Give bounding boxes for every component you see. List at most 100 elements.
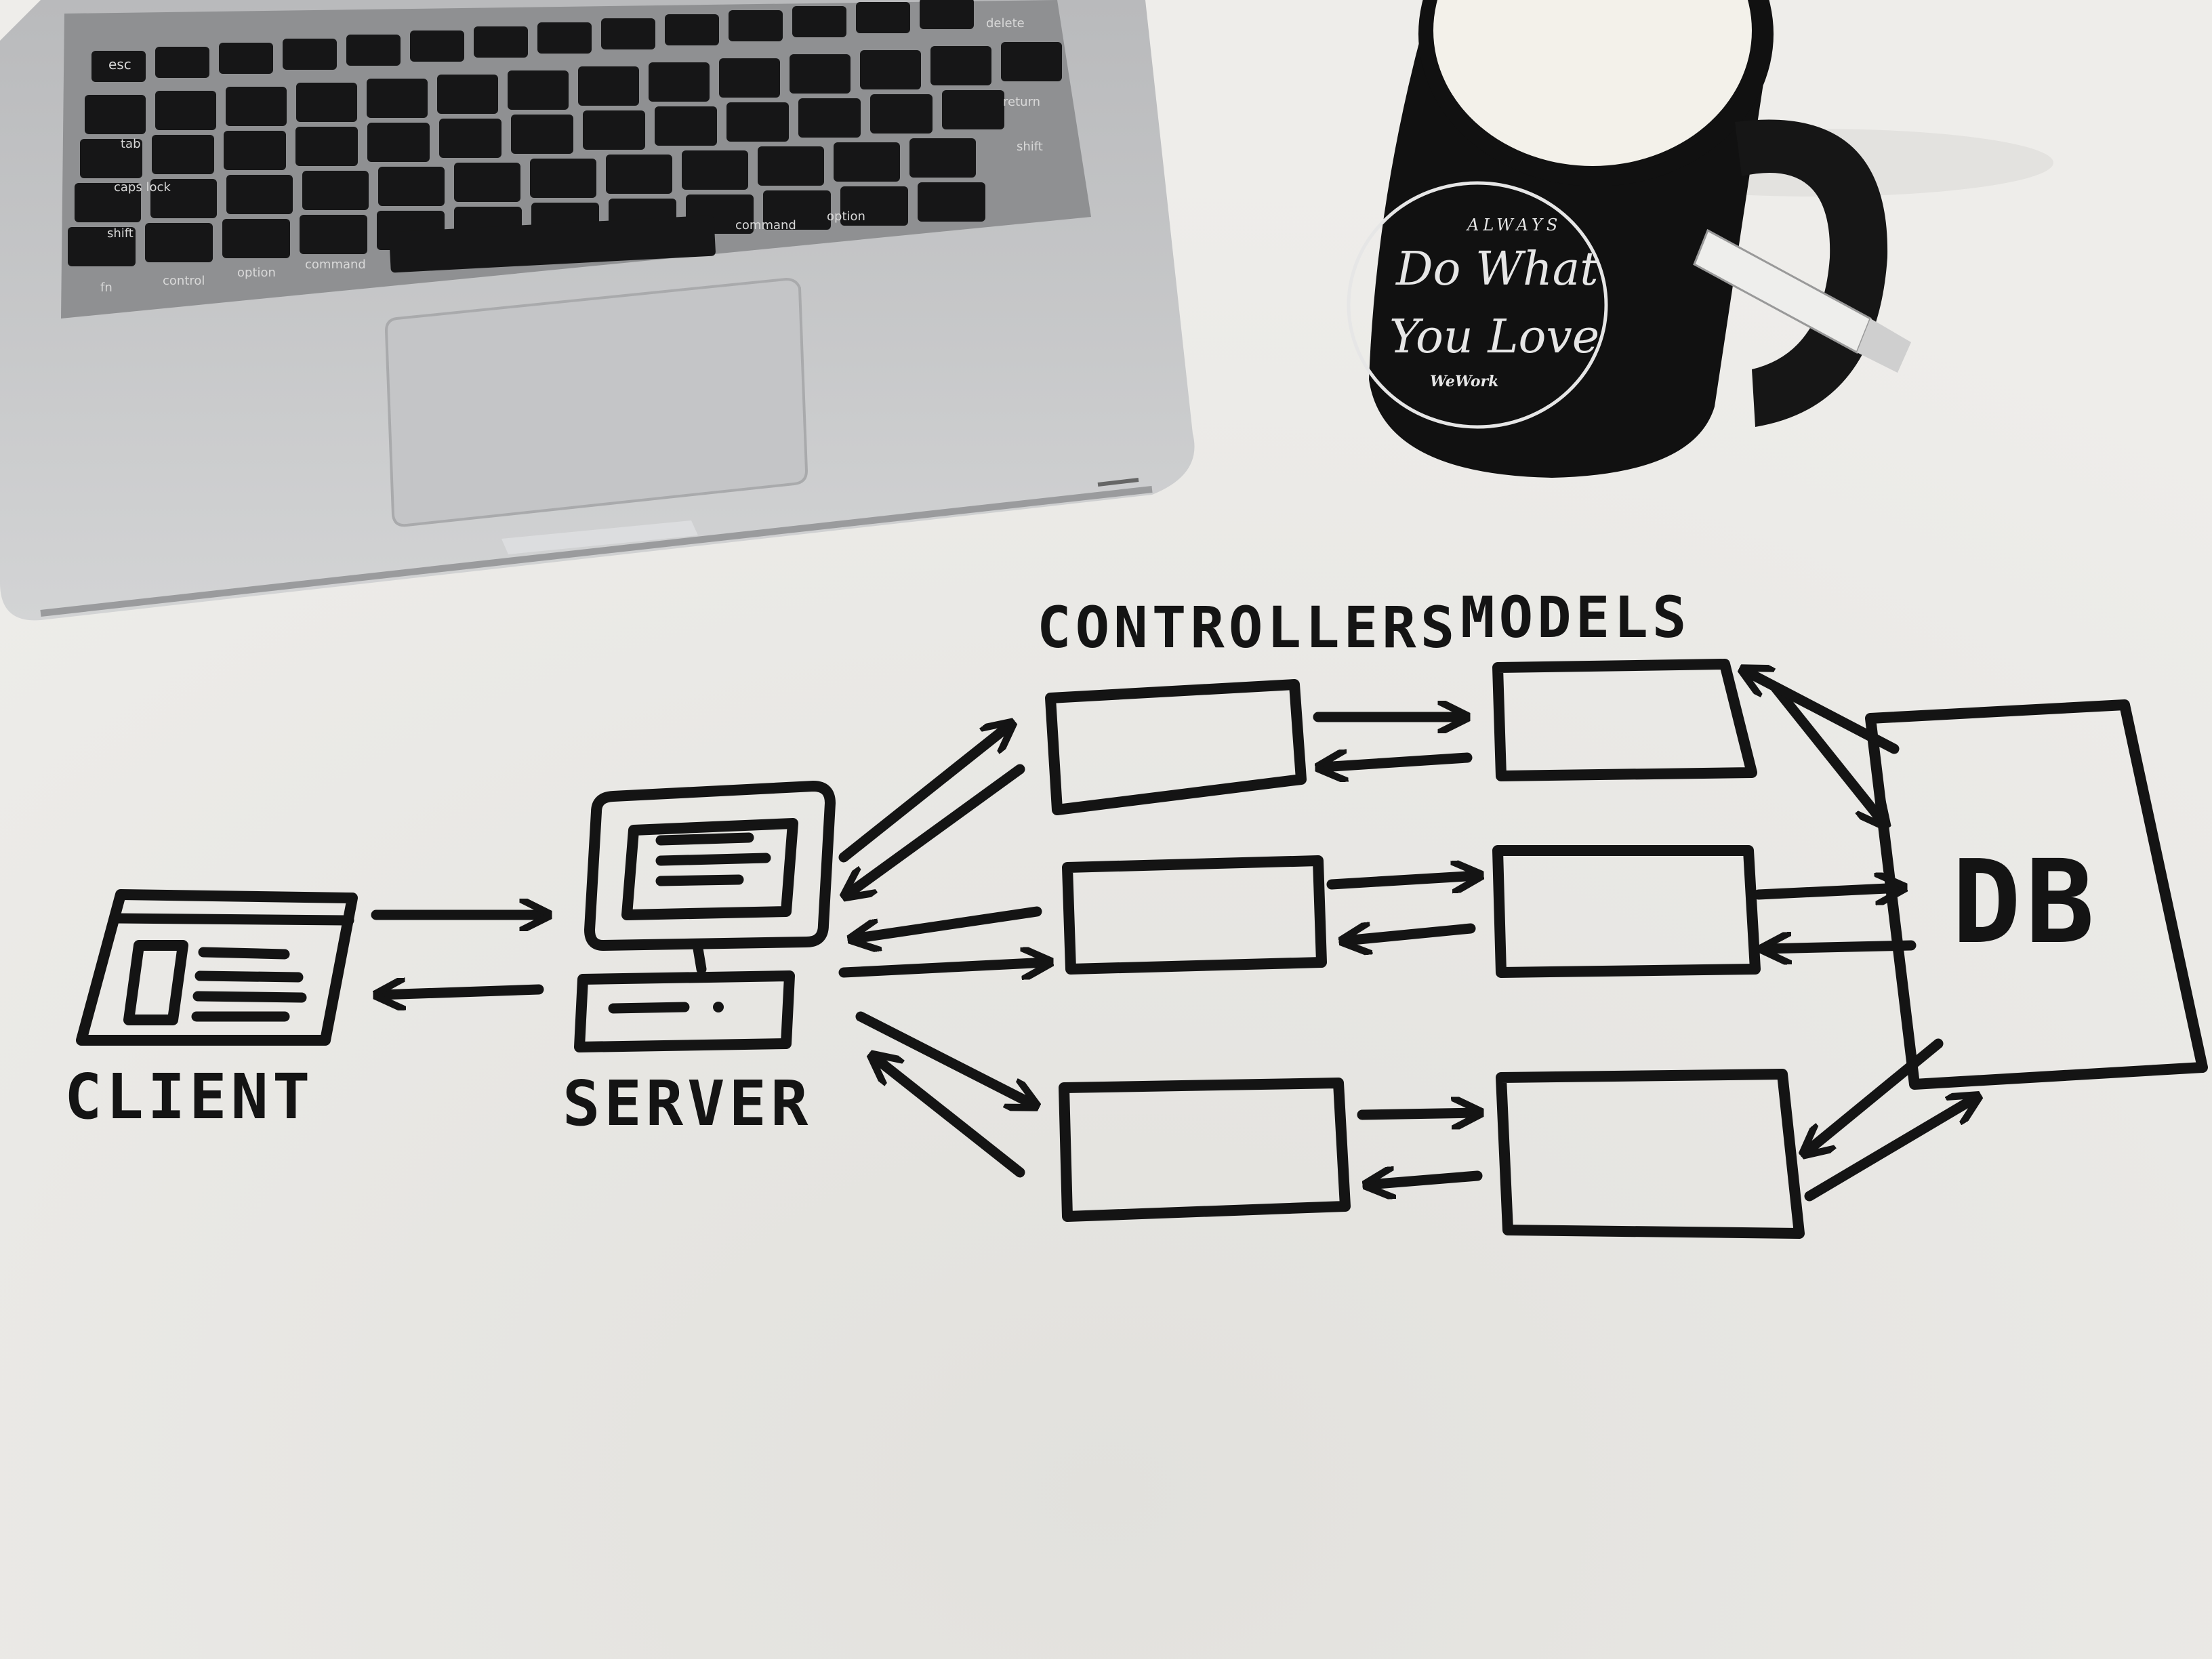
keyboard-key bbox=[726, 102, 789, 142]
arrow-controller-3-to-model-3 bbox=[1357, 1113, 1477, 1115]
models-header: MODELS bbox=[1460, 584, 1690, 651]
keyboard-key bbox=[295, 127, 358, 166]
keyboard-key bbox=[302, 171, 369, 210]
keyboard-key bbox=[226, 87, 287, 126]
client-browser-window bbox=[76, 889, 358, 1046]
keyboard-key bbox=[378, 167, 445, 206]
arrow-db-to-model-1 bbox=[1745, 671, 1900, 754]
client-label: CLIENT bbox=[64, 1061, 314, 1133]
keyboard-key bbox=[410, 30, 464, 62]
arrow-server-to-controller-2 bbox=[838, 962, 1047, 972]
db-label: DB bbox=[1952, 836, 2099, 970]
arrow-controller-2-to-server bbox=[854, 906, 1042, 939]
keyboard-key bbox=[920, 0, 974, 29]
key-option-right: option bbox=[827, 209, 865, 224]
laptop-latch bbox=[501, 520, 698, 554]
client-image-block bbox=[123, 940, 188, 1025]
arrow-model-3-to-controller-3 bbox=[1369, 1176, 1483, 1185]
server-stand bbox=[693, 943, 707, 975]
keyboard-key bbox=[530, 159, 596, 198]
key-fn: fn bbox=[100, 281, 112, 295]
mug-text-always: ALWAYS bbox=[1466, 216, 1561, 234]
arrow-server-to-controller-3 bbox=[855, 1011, 1033, 1105]
arrow-model-2-to-db bbox=[1753, 888, 1901, 895]
key-option-left: option bbox=[237, 266, 276, 280]
keyboard-key bbox=[790, 54, 851, 94]
mug-handle bbox=[1735, 119, 1888, 428]
arrow-controller-1-to-server bbox=[847, 764, 1025, 895]
keyboard-key bbox=[942, 90, 1004, 129]
keyboard-key bbox=[145, 223, 213, 262]
arrow-db-to-model-2 bbox=[1765, 945, 1917, 949]
arrow-model-1-to-db bbox=[1770, 682, 1884, 823]
keyboard-key bbox=[909, 138, 976, 178]
server-text-line bbox=[655, 874, 744, 886]
key-shift-left: shift bbox=[107, 226, 134, 241]
keyboard-key bbox=[834, 142, 900, 182]
keyboard-key bbox=[300, 215, 367, 254]
mug-brand: WeWork bbox=[1430, 373, 1498, 390]
keyboard-key bbox=[583, 110, 645, 150]
keyboard-key bbox=[283, 39, 337, 70]
keyboard-key bbox=[601, 18, 655, 49]
controllers-header: CONTROLLERS bbox=[1037, 594, 1458, 661]
key-command-right: command bbox=[735, 218, 796, 232]
keyboard-key bbox=[152, 135, 214, 174]
arrow-controller-2-to-model-2 bbox=[1326, 876, 1477, 884]
server-text-line bbox=[655, 832, 754, 846]
model-box-3 bbox=[1496, 1069, 1805, 1239]
key-tab: tab bbox=[121, 137, 141, 151]
keyboard-key bbox=[606, 155, 672, 194]
keyboard-key bbox=[578, 66, 639, 106]
keyboard-key bbox=[930, 46, 991, 85]
keyboard-key bbox=[511, 115, 573, 154]
arrow-controller-3-to-server bbox=[874, 1057, 1025, 1178]
client-node bbox=[76, 889, 358, 1046]
keyboard-key bbox=[150, 179, 217, 218]
db-box bbox=[1865, 699, 2208, 1090]
laptop: esc tab caps lock shift fn control optio… bbox=[0, 0, 1195, 621]
keyboard-key bbox=[763, 190, 831, 230]
mug-text-do-what: Do What bbox=[1395, 243, 1599, 296]
server-screen bbox=[621, 818, 798, 920]
key-delete: delete bbox=[986, 16, 1025, 30]
laptop-edge bbox=[40, 486, 1153, 617]
keyboard-key bbox=[537, 22, 592, 54]
keyboard-key bbox=[296, 83, 357, 122]
keyboard-key bbox=[665, 14, 719, 45]
controller-box-2 bbox=[1062, 855, 1327, 975]
arrow-db-to-model-3 bbox=[1806, 1038, 1944, 1152]
keyboard-spacebar bbox=[389, 215, 716, 273]
keyboard-key bbox=[918, 182, 985, 222]
keyboard-key bbox=[508, 70, 569, 110]
keyboard-key bbox=[856, 2, 910, 33]
keyboard bbox=[68, 0, 1062, 273]
client-browser-bar bbox=[110, 913, 354, 926]
keyboard-key bbox=[474, 26, 528, 58]
model-box-2 bbox=[1492, 845, 1761, 978]
keyboard-key bbox=[155, 91, 216, 130]
keyboard-key bbox=[758, 146, 824, 186]
controller-box-3 bbox=[1059, 1078, 1351, 1222]
keyboard-key bbox=[155, 47, 209, 78]
architecture-diagram: CLIENT SERVER CONTROLLERS MODELS DB bbox=[64, 584, 2208, 1239]
keyboard-key bbox=[792, 6, 846, 37]
marker-cap bbox=[1857, 319, 1911, 373]
keyboard-key bbox=[68, 227, 136, 266]
keyboard-key bbox=[75, 183, 141, 222]
keyboard-key bbox=[367, 123, 430, 162]
laptop-indicator bbox=[1097, 478, 1139, 487]
keyboard-key bbox=[224, 131, 286, 170]
client-text-line bbox=[194, 970, 304, 983]
model-box-1 bbox=[1492, 659, 1757, 781]
keyboard-key bbox=[219, 43, 273, 74]
keyboard-key bbox=[870, 94, 933, 134]
keyboard-key bbox=[367, 79, 428, 118]
key-return: return bbox=[1003, 95, 1040, 109]
arrow-model-3-to-db bbox=[1804, 1098, 1975, 1202]
client-text-line bbox=[198, 947, 290, 960]
mug-text-you-love: You Love bbox=[1389, 310, 1599, 364]
keyboard-key bbox=[226, 175, 293, 214]
